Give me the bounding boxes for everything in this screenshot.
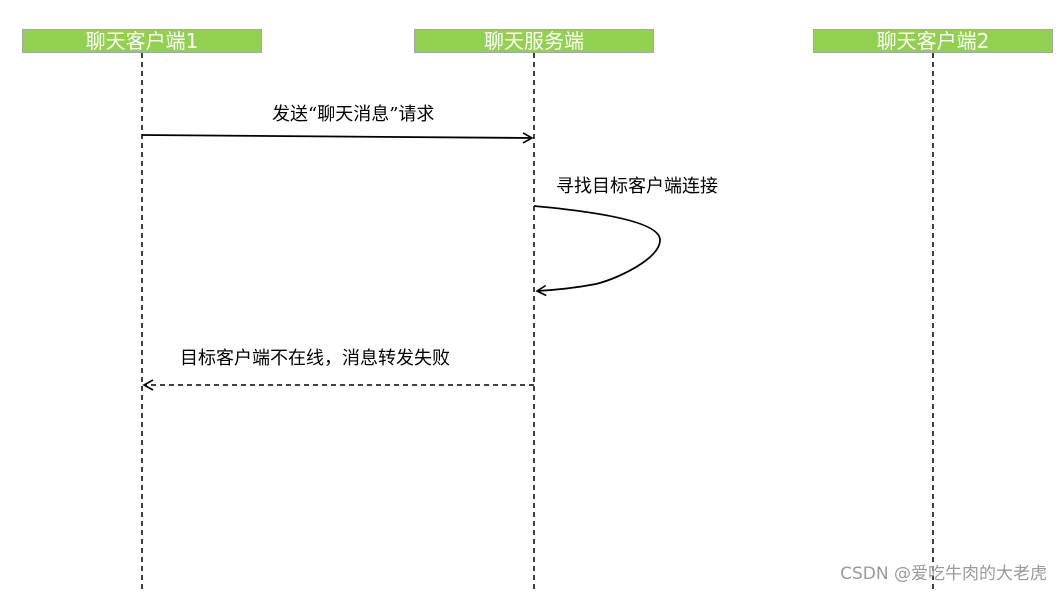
watermark: CSDN @爱吃牛肉的大老虎 [840,564,1047,584]
arrow-find-self [533,205,661,297]
message-label-find: 寻找目标客户端连接 [556,176,718,197]
message-label-offline: 目标客户端不在线，消息转发失败 [180,348,450,369]
arrow-request [141,132,534,144]
lifeline-header-client1: 聊天客户端1 [22,29,262,53]
message-label-request: 发送“聊天消息”请求 [272,104,435,125]
lifeline-header-server: 聊天服务端 [414,29,654,53]
lifeline-header-client2: 聊天客户端2 [813,29,1053,53]
